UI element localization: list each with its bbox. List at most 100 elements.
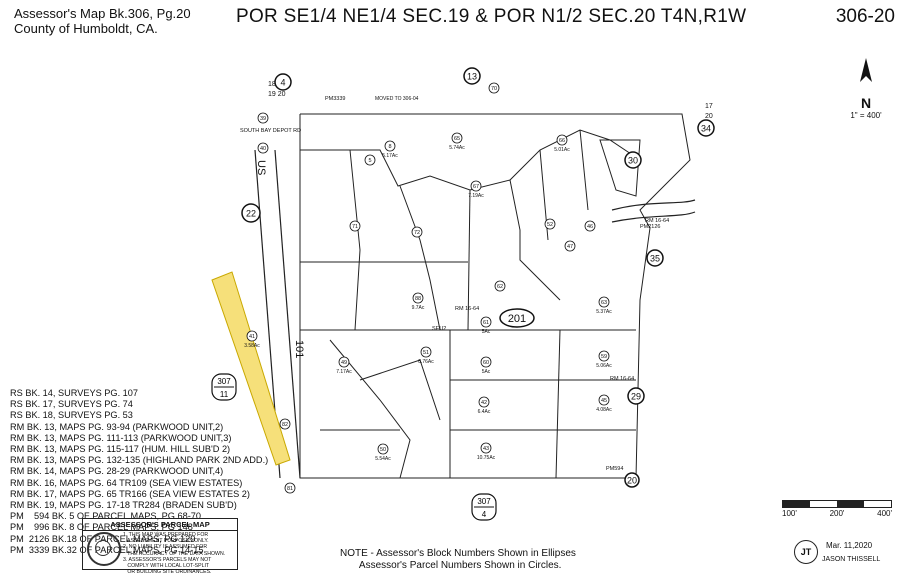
parcel-circle-63 [598,296,610,308]
reference-line: PM 996 BK. 8 OF PARCEL MAPS, PG 148 [10,522,193,533]
parcel-circle-66 [556,134,568,146]
parcel-circle-46 [584,220,596,232]
parcel-circle-51 [420,346,432,358]
parcel-circle-71 [349,220,361,232]
parcel-number-63: 63 [601,300,607,306]
parcel-circle-59 [598,350,610,362]
parcel-number-40: 40 [260,146,266,152]
scale-right: 400' [877,509,892,518]
section-right-bottom: 20 [705,113,713,120]
parcel-number-41: 41 [249,334,255,340]
parcel-number-66: 66 [559,138,565,144]
parcel-circle-5 [364,154,376,166]
road-label-seu2: SEU2 [432,326,446,332]
parcel-circle-62 [494,280,506,292]
parcel-area-50: 5.54Ac [375,456,391,462]
county-label: County of Humboldt, CA. [14,21,158,36]
county-seal-icon [87,532,121,566]
block-ellipse-201 [499,308,535,328]
parcel-number-43: 43 [483,446,489,452]
legend-note: NOTE - Assessor's Block Numbers Shown in… [340,548,576,571]
parcel-area-45: 4.08Ac [596,407,612,413]
reference-line: RM BK. 14, MAPS PG. 28-29 (PARKWOOD UNIT… [10,466,224,477]
parcel-number-50: 50 [380,447,386,453]
parcel-area-66: 5.01Ac [554,147,570,153]
map-scale: 1" = 400' [850,111,882,120]
parcel-circle-39 [257,112,269,124]
north-arrow: N 1" = 400' [846,56,886,120]
parcel-area-63: 5.37Ac [596,309,612,315]
parcel-number-60: 60 [483,360,489,366]
parcel-circle-34 [697,119,715,137]
reference-line: RM BK. 13, MAPS PG. 132-135 (HIGHLAND PA… [10,455,269,466]
reference-line: RM BK. 13, MAPS PG. 93-94 (PARKWOOD UNIT… [10,421,224,432]
adjacent-page-number: 307 [217,377,231,386]
adjacent-page-number: 11 [220,390,229,399]
parcel-circle-50 [377,443,389,455]
parcel-area-59: 5.06Ac [596,363,612,369]
parcel-number-13: 13 [467,72,477,82]
assessor-box-notes: 1. THIS MAP WAS PREPARED FOR ASSESSMENT … [123,532,226,576]
credit-name: JASON THISSELL [822,556,881,563]
road-label-pm3339: PM3339 [325,96,346,102]
parcel-number-59: 59 [601,354,607,360]
parcel-number-20: 20 [627,476,637,486]
adjacent-page-number: 307 [477,497,491,506]
road-label-us: US [255,160,267,175]
section-label-bottom: 19 20 [268,91,286,98]
parcel-number-layer: 41322303435292081827039407172585.17Ac655… [241,67,715,494]
parcel-circle-67 [470,180,482,192]
boundary-line [299,113,691,479]
north-arrow-icon [860,58,872,82]
moved-note: MOVED TO 306-04 [375,96,419,102]
road-label-101: 101 [293,340,305,358]
parcel-number-35: 35 [650,254,660,264]
credit-date: Mar. 11,2020 [826,541,873,550]
reference-line: RM BK. 16, MAPS PG. 64 TR109 (SEA VIEW E… [10,477,243,488]
map-book-label: Assessor's Map Bk.306, Pg.20 [14,6,191,21]
road-label-south-bay: SOUTH BAY DEPOT RD [240,128,301,134]
parcel-number-22: 22 [246,209,256,219]
parcel-number-46: 46 [587,224,593,230]
parcel-circle-70 [488,82,500,94]
parcel-circle-61 [480,316,492,328]
parcel-area-61: 5Ac [482,329,491,335]
parcel-area-49: 7.17Ac [336,369,352,375]
highlighted-parcel-82 [211,271,291,466]
parcel-circle-4 [274,73,292,91]
parcel-area-8: 5.17Ac [382,153,398,159]
page-number: 306-20 [835,6,895,27]
parcel-number-42: 42 [481,400,487,406]
highway-101-right [274,149,301,479]
parcel-number-49: 49 [341,360,347,366]
parcel-area-65: 5.74Ac [449,145,465,151]
parcel-circle-20 [624,472,640,488]
credit-initials-badge: JT [794,540,818,564]
reference-line: RM BK. 19, MAPS PG. 17-18 TR284 (BRADEN … [10,500,237,511]
parcel-number-65: 65 [454,136,460,142]
parcel-area-42: 6.4Ac [478,409,491,415]
road-label-pm2126: PM2126 [640,224,661,230]
parcel-area-43: 10.75Ac [477,455,496,461]
parcel-number-8: 8 [388,144,391,150]
reference-line: RM BK. 17, MAPS PG. 65 TR166 (SEA VIEW E… [10,488,250,499]
parcel-number-81: 81 [287,486,293,492]
section-right-top: 17 [705,103,713,110]
parcel-area-67: 7.19Ac [468,193,484,199]
parcel-number-34: 34 [701,124,711,134]
parcel-number-82: 82 [282,422,288,428]
road-label-rm1664-a: RM 16-64 [645,218,669,224]
parcel-circle-22 [241,203,261,223]
map-book-header: Assessor's Map Bk.306, Pg.20 County of H… [14,6,191,36]
parcel-circle-52 [544,218,556,230]
parcel-circle-60 [480,356,492,368]
parcel-number-45: 45 [601,398,607,404]
parcel-area-88: 9.7Ac [412,305,425,311]
parcel-area-51: 8.76Ac [418,359,434,365]
road-label-rm1664-b: RM 16-64 [455,306,479,312]
parcel-circle-72 [411,226,423,238]
road-label-rm1664-c: RM 16-64 [610,376,634,382]
parcel-circle-29 [627,387,645,405]
